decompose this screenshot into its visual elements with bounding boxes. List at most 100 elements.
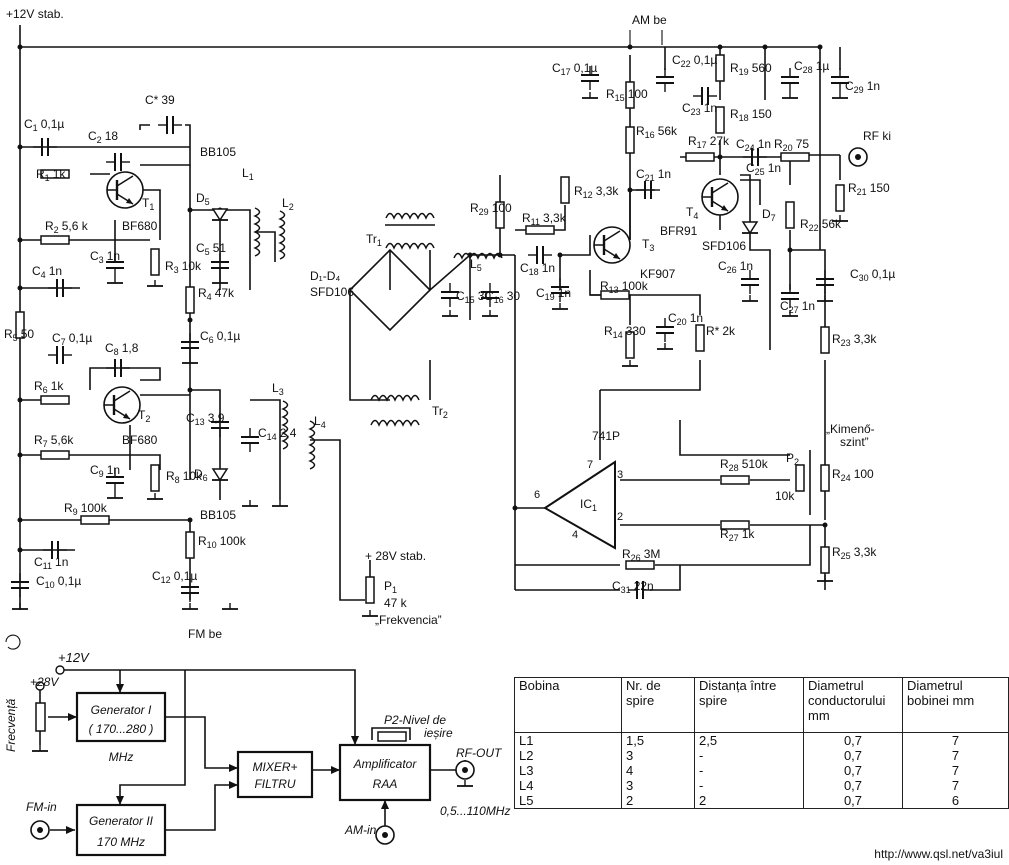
rf-out-label: RF ki xyxy=(863,129,891,143)
cell-turns: 2 xyxy=(621,793,695,809)
gen2-freq: 170 MHz xyxy=(97,835,145,849)
table-row: L5 2 2 0,7 6 xyxy=(514,793,1009,809)
p2-level-label-1: P2-Nivel de xyxy=(384,713,446,727)
cell-wire-diameter: 0,7 xyxy=(803,793,903,809)
cell-coil-diameter: 6 xyxy=(902,793,1009,809)
label-bb105a: BB105 xyxy=(200,145,236,159)
cell-turns: 1,5 xyxy=(621,732,695,748)
label-l4: L4 xyxy=(314,414,326,430)
gen1-range: ( 170...280 ) xyxy=(89,722,154,736)
label-tr1: Tr1 xyxy=(366,232,382,248)
value-ic1: 741P xyxy=(592,429,620,443)
p2-level-label-2: ieșire xyxy=(424,726,453,740)
cell-coil-diameter: 7 xyxy=(902,732,1009,748)
header-coil-diameter: Diametrul bobinei mm xyxy=(902,677,1009,733)
cell-spacing: - xyxy=(694,748,804,763)
supply-12v-label: +12V stab. xyxy=(6,7,64,21)
cell-spacing: - xyxy=(694,778,804,793)
cell-wire-diameter: 0,7 xyxy=(803,748,903,763)
label-t2: T2 xyxy=(138,408,150,424)
label-l1: L1 xyxy=(242,166,254,182)
ic-pin-3: 3 xyxy=(617,469,623,481)
fm-in-label: FM be xyxy=(188,627,222,641)
cell-turns: 3 xyxy=(621,778,695,793)
bd-frequency-label: Frecvență xyxy=(4,698,18,752)
cell-spacing: 2,5 xyxy=(694,732,804,748)
label-d5: D5 xyxy=(196,191,210,207)
label-bb105b: BB105 xyxy=(200,508,236,522)
label-l3: L3 xyxy=(272,381,284,397)
mixer-label-1: MIXER+ xyxy=(252,760,297,774)
frequency-label: „Frekvencia” xyxy=(375,613,442,627)
bd-rf-range: 0,5...110MHz xyxy=(440,804,510,818)
gen2-title: Generator II xyxy=(89,814,154,828)
output-level-label-2: szint” xyxy=(840,435,869,449)
cell-coil: L1 xyxy=(514,732,622,748)
label-p2: P2 xyxy=(786,451,799,467)
mixer-filter-block xyxy=(236,750,314,799)
label-t3: T3 xyxy=(642,237,654,253)
label-bf680b: BF680 xyxy=(122,433,158,447)
value-t3: KF907 xyxy=(640,267,676,281)
bd-rf-out: RF-OUT xyxy=(456,746,503,760)
cell-coil-diameter: 7 xyxy=(902,778,1009,793)
output-level-label-1: „Kimenő- xyxy=(826,422,875,436)
schematic-components xyxy=(10,30,868,617)
header-spacing: Distanța între spire xyxy=(694,677,804,733)
bd-supply-12v: +12V xyxy=(58,650,90,665)
gen1-unit: MHz xyxy=(109,750,134,764)
generator-1-block xyxy=(75,691,167,743)
label-bf680a: BF680 xyxy=(122,219,158,233)
coil-table-header: Bobina Nr. de spire Distanța între spire… xyxy=(514,677,1009,733)
supply-28v-label: + 28V stab. xyxy=(365,549,426,563)
generator-2-block xyxy=(75,803,167,857)
bd-supply-28v: +28V xyxy=(30,675,59,689)
gen1-title: Generator I xyxy=(91,703,152,717)
table-row: L1 1,5 2,5 0,7 7 xyxy=(514,732,1009,748)
amp-label-1: Amplificator xyxy=(353,757,418,771)
label-rstar: R*2k xyxy=(706,324,736,338)
cell-coil: L3 xyxy=(514,763,622,778)
